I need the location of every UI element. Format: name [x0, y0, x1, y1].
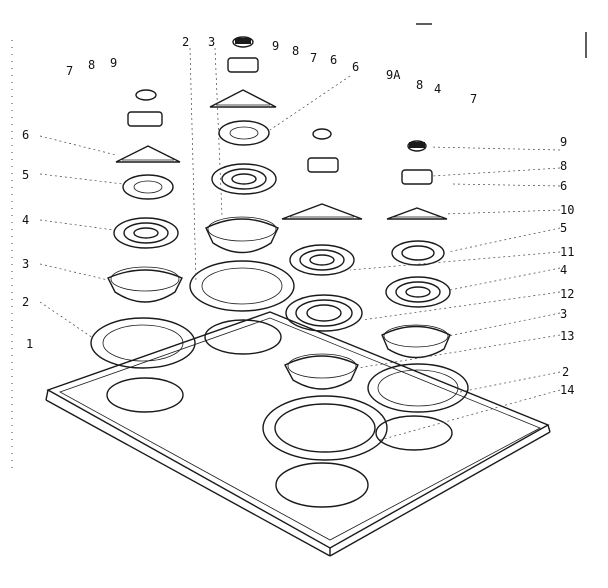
label-r-8: 8: [416, 78, 423, 92]
label-right-5: 5: [560, 221, 567, 235]
label-top-6a: 6: [330, 53, 337, 67]
label-left-8: 8: [88, 58, 95, 72]
label-left-9: 9: [110, 56, 117, 70]
label-right-11: 11: [560, 245, 574, 259]
label-9a: 9A: [386, 68, 401, 82]
label-left-2: 2: [22, 295, 29, 309]
panel-holes: [106, 319, 453, 508]
element-rings: [122, 120, 270, 200]
cooktop-panel: [45, 311, 551, 557]
label-mid-2: 2: [182, 35, 189, 49]
trim-rings: [90, 260, 469, 461]
drip-pans: [107, 216, 451, 390]
label-top-8: 8: [292, 44, 299, 58]
label-right-13: 13: [560, 329, 574, 343]
support-brackets: [115, 89, 448, 220]
label-right-9: 9: [560, 135, 567, 149]
label-top-9: 9: [272, 39, 279, 53]
label-right-3: 3: [560, 307, 567, 321]
label-right-12: 12: [560, 287, 574, 301]
label-top-7: 7: [310, 51, 317, 65]
callout-labels: 7 8 9 6 5 4 3 2 1 2 3 9 8 7 6 6 9A 8 4 7…: [22, 35, 574, 397]
receptacles: [127, 36, 433, 185]
label-left-6: 6: [22, 128, 29, 142]
label-right-10: 10: [560, 203, 574, 217]
label-right-8: 8: [560, 159, 567, 173]
label-top-6b: 6: [352, 60, 359, 74]
label-r-7: 7: [470, 92, 477, 106]
surface-coils: [113, 163, 451, 332]
label-mid-3: 3: [208, 35, 215, 49]
label-left-3: 3: [22, 257, 29, 271]
leader-lines: [39, 47, 561, 441]
label-right-4: 4: [560, 263, 567, 277]
label-right-14: 14: [560, 383, 574, 397]
label-r-4: 4: [434, 82, 441, 96]
label-left-1: 1: [26, 337, 33, 351]
label-right-6: 6: [560, 179, 567, 193]
label-left-4: 4: [22, 213, 29, 227]
label-left-7: 7: [66, 64, 73, 78]
label-right-2: 2: [562, 365, 569, 379]
label-left-5: 5: [22, 168, 29, 182]
